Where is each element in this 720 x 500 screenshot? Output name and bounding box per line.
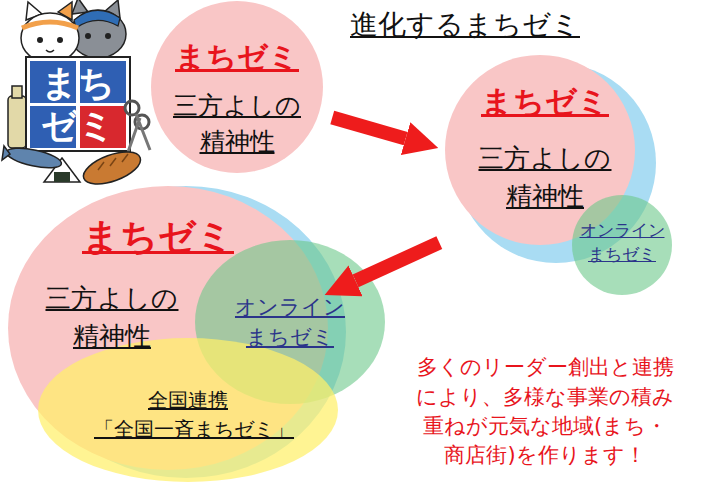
node-outline <box>38 338 338 482</box>
cat-eye <box>57 37 63 43</box>
logo-text: まちゼミ <box>37 61 120 147</box>
cat-eye <box>85 33 91 39</box>
fish-tail <box>2 146 10 160</box>
cat-headband <box>22 22 78 28</box>
stage-title: まちゼミ <box>82 210 234 264</box>
flow-arrow <box>332 117 405 138</box>
fish <box>5 144 63 171</box>
scissors-blade <box>128 114 150 152</box>
flow-arrow <box>356 243 440 281</box>
online-circle: オンライン まちゼミ <box>572 195 672 295</box>
diagram-title: 進化するまちゼミ <box>350 6 580 44</box>
bottle-neck <box>12 86 22 98</box>
stage-body: 三方よしの 精神性 <box>170 88 305 161</box>
note-text: 多くのリーダー創出と連携により、多様な事業の積み重ねが元気な地域(まち・商店街)… <box>413 353 678 471</box>
stage-title: まちゼミ <box>175 35 299 79</box>
stage-title: まちゼミ <box>481 79 609 124</box>
bottle <box>8 96 26 148</box>
stage-body: 三方よしの 精神性 <box>42 280 182 355</box>
node-outline <box>151 1 323 173</box>
bread <box>79 146 144 191</box>
node-outline <box>572 195 672 295</box>
cat-eye <box>37 37 43 43</box>
stage-body: 三方よしの 精神性 <box>475 140 615 215</box>
national-label: 全国連携 「全国一斉まちゼミ」 <box>94 386 282 444</box>
onigiri-nori <box>54 172 70 182</box>
cat-eye <box>105 33 111 39</box>
bread-scores <box>98 154 128 170</box>
cat-cap <box>74 10 120 28</box>
online-label: オンライン まちゼミ <box>577 219 667 267</box>
white-cat-head <box>21 13 79 63</box>
scissors-handle <box>125 101 139 115</box>
sign-frame <box>26 57 130 151</box>
stage-circle: まちゼミ三方よしの 精神性 <box>151 1 323 173</box>
online-label: オンライン まちゼミ <box>233 292 346 353</box>
national-ellipse: 全国連携 「全国一斉まちゼミ」 <box>38 338 338 482</box>
cat-mouth <box>46 50 54 52</box>
